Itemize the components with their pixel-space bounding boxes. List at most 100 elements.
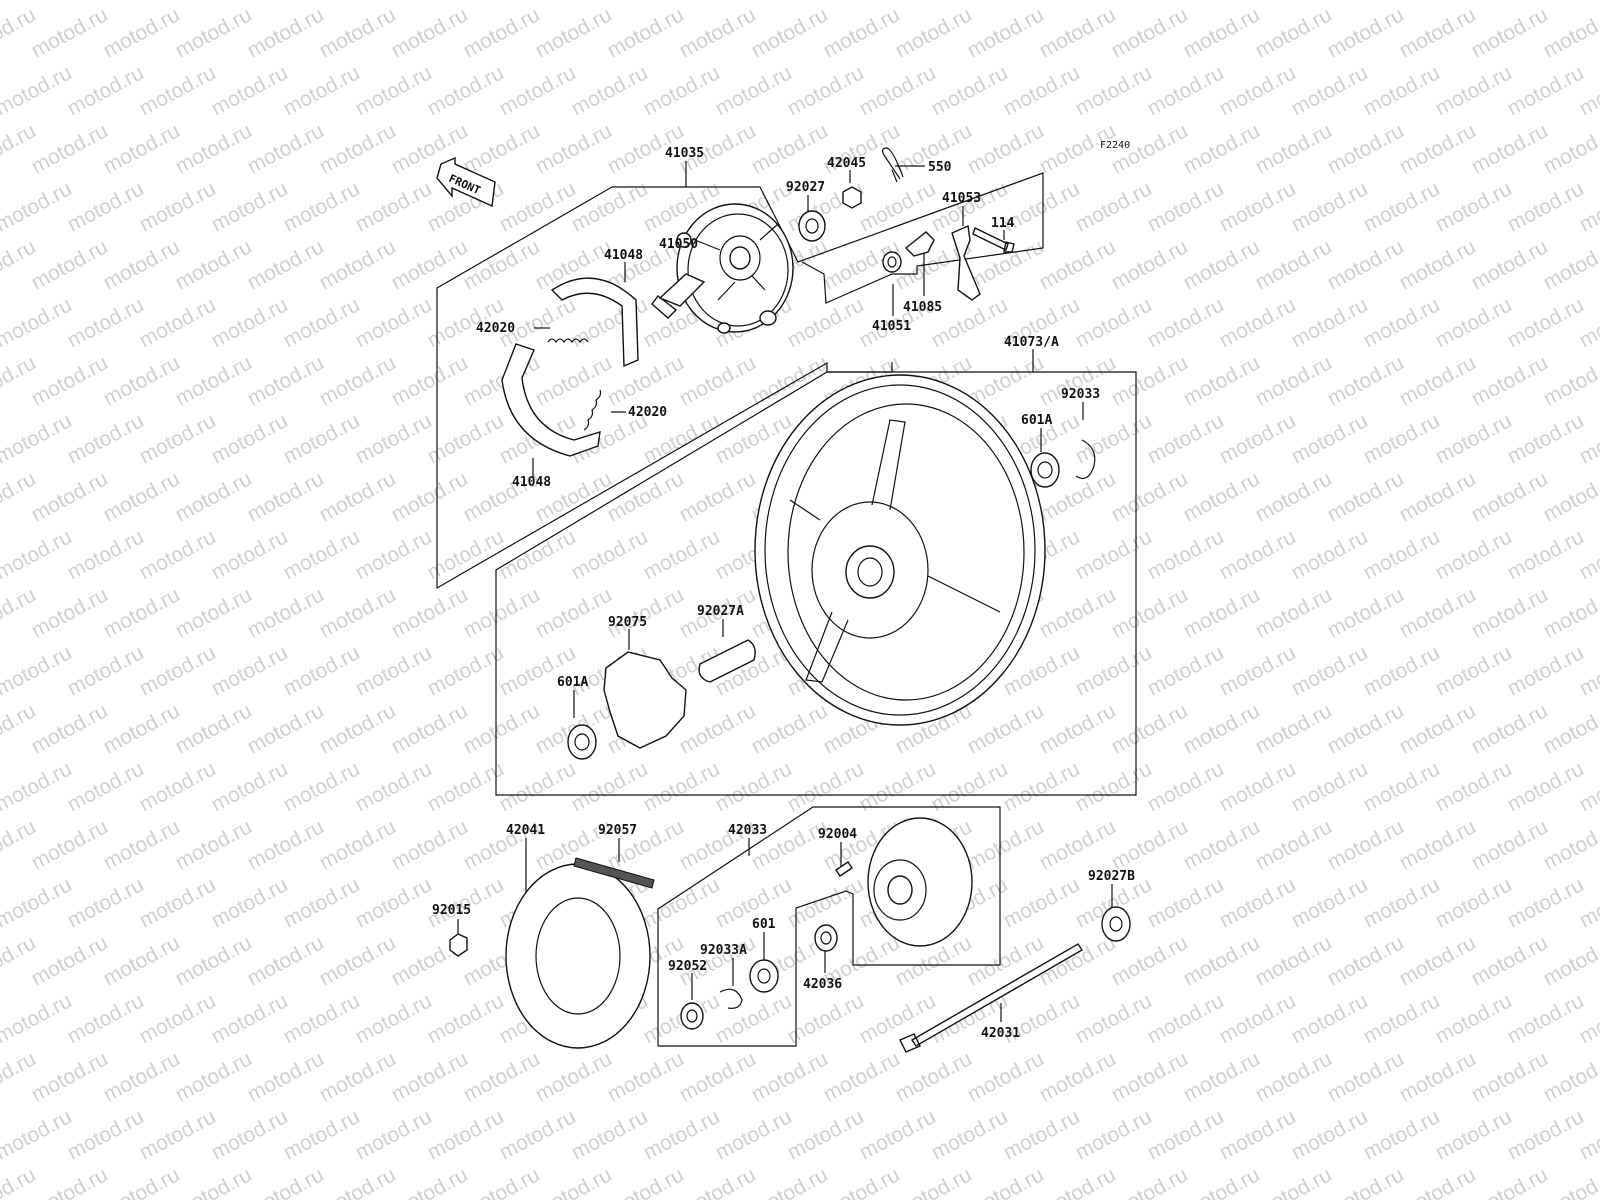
watermark-text: motod.ru bbox=[640, 1105, 724, 1164]
watermark-text: motod.ru bbox=[1180, 1047, 1264, 1106]
watermark-text: motod.ru bbox=[1216, 177, 1300, 236]
watermark-text: motod.ru bbox=[1468, 351, 1552, 410]
watermark-text: motod.ru bbox=[1108, 1163, 1192, 1200]
watermark-text: motod.ru bbox=[964, 815, 1048, 874]
watermark-text: motod.ru bbox=[316, 699, 400, 758]
watermark-text: motod.ru bbox=[1360, 1105, 1444, 1164]
watermark-text: motod.ru bbox=[964, 931, 1048, 990]
watermark-text: motod.ru bbox=[244, 467, 328, 526]
watermark-text: motod.ru bbox=[352, 177, 436, 236]
watermark-text: motod.ru bbox=[1108, 3, 1192, 62]
watermark-text: motod.ru bbox=[244, 1047, 328, 1106]
watermark-text: motod.ru bbox=[244, 583, 328, 642]
bolt-114 bbox=[972, 227, 1015, 253]
label-92027: 92027 bbox=[786, 180, 825, 195]
watermark-text: motod.ru bbox=[1396, 235, 1480, 294]
label-550: 550 bbox=[928, 160, 952, 175]
watermark-text: motod.ru bbox=[28, 467, 112, 526]
watermark-text: motod.ru bbox=[748, 1163, 832, 1200]
watermark-text: motod.ru bbox=[712, 989, 796, 1048]
damper-92075 bbox=[603, 651, 687, 749]
watermark-text: motod.ru bbox=[1252, 583, 1336, 642]
watermark-text: motod.ru bbox=[280, 873, 364, 932]
watermark-text: motod.ru bbox=[244, 351, 328, 410]
watermark-text: motod.ru bbox=[100, 931, 184, 990]
watermark-text: motod.ru bbox=[172, 1047, 256, 1106]
watermark-text: motod.ru bbox=[100, 1163, 184, 1200]
watermark-text: motod.ru bbox=[172, 699, 256, 758]
watermark-text: motod.ru bbox=[388, 351, 472, 410]
watermark-text: motod.ru bbox=[64, 293, 148, 352]
label-41073A: 41073/A bbox=[1004, 335, 1059, 350]
watermark-text: motod.ru bbox=[1036, 699, 1120, 758]
watermark-text: motod.ru bbox=[1252, 699, 1336, 758]
circlip-92033A bbox=[719, 988, 743, 1009]
watermark-text: motod.ru bbox=[1252, 1163, 1336, 1200]
watermark-text: motod.ru bbox=[352, 873, 436, 932]
watermark-text: motod.ru bbox=[1252, 351, 1336, 410]
diagram-code: F2240 bbox=[1100, 140, 1130, 151]
watermark-text: motod.ru bbox=[1072, 293, 1156, 352]
watermark-text: motod.ru bbox=[136, 293, 220, 352]
watermark-text: motod.ru bbox=[1036, 1047, 1120, 1106]
watermark-text: motod.ru bbox=[136, 177, 220, 236]
watermark-text: motod.ru bbox=[0, 1163, 40, 1200]
watermark-text: motod.ru bbox=[64, 177, 148, 236]
watermark-text: motod.ru bbox=[316, 119, 400, 178]
watermark-text: motod.ru bbox=[1288, 409, 1372, 468]
watermark-text: motod.ru bbox=[1180, 815, 1264, 874]
watermark-text: motod.ru bbox=[1072, 409, 1156, 468]
watermark-text: motod.ru bbox=[1108, 1047, 1192, 1106]
watermark-text: motod.ru bbox=[1144, 989, 1228, 1048]
watermark-text: motod.ru bbox=[1324, 351, 1408, 410]
watermark-text: motod.ru bbox=[460, 583, 544, 642]
wheel-41073A bbox=[754, 374, 1046, 726]
watermark-text: motod.ru bbox=[1216, 757, 1300, 816]
spring-42020-lower bbox=[583, 389, 602, 431]
watermark-text: motod.ru bbox=[280, 409, 364, 468]
watermark-text: motod.ru bbox=[1216, 61, 1300, 120]
watermark-text: motod.ru bbox=[1072, 0, 1156, 4]
watermark-text: motod.ru bbox=[532, 119, 616, 178]
watermark-text: motod.ru bbox=[280, 61, 364, 120]
watermark-text: motod.ru bbox=[136, 1105, 220, 1164]
nut-42045 bbox=[842, 186, 862, 209]
watermark-text: motod.ru bbox=[352, 641, 436, 700]
watermark-text: motod.ru bbox=[1288, 177, 1372, 236]
watermark-text: motod.ru bbox=[352, 0, 436, 4]
watermark-text: motod.ru bbox=[1036, 583, 1120, 642]
watermark-text: motod.ru bbox=[928, 61, 1012, 120]
watermark-text: motod.ru bbox=[0, 61, 76, 120]
watermark-text: motod.ru bbox=[1324, 235, 1408, 294]
watermark-text: motod.ru bbox=[1540, 1047, 1600, 1106]
watermark-text: motod.ru bbox=[244, 1163, 328, 1200]
watermark-text: motod.ru bbox=[208, 1105, 292, 1164]
watermark-text: motod.ru bbox=[1252, 467, 1336, 526]
lever-41053 bbox=[951, 224, 981, 301]
watermark-text: motod.ru bbox=[100, 583, 184, 642]
watermark-text: motod.ru bbox=[0, 525, 76, 584]
watermark-text: motod.ru bbox=[1036, 235, 1120, 294]
watermark-text: motod.ru bbox=[280, 0, 364, 4]
collar-92027 bbox=[798, 210, 826, 242]
watermark-text: motod.ru bbox=[388, 815, 472, 874]
watermark-text: motod.ru bbox=[424, 1105, 508, 1164]
watermark-text: motod.ru bbox=[1504, 641, 1588, 700]
watermark-text: motod.ru bbox=[64, 989, 148, 1048]
hub-group-outline bbox=[657, 806, 1001, 1047]
watermark-text: motod.ru bbox=[28, 3, 112, 62]
watermark-text: motod.ru bbox=[316, 351, 400, 410]
watermark-text: motod.ru bbox=[1216, 641, 1300, 700]
watermark-text: motod.ru bbox=[1504, 293, 1588, 352]
seal-41051 bbox=[882, 251, 902, 273]
watermark-text: motod.ru bbox=[604, 1047, 688, 1106]
watermark-text: motod.ru bbox=[1324, 931, 1408, 990]
coupling-42033 bbox=[867, 817, 973, 947]
watermark-text: motod.ru bbox=[0, 0, 76, 4]
watermark-text: motod.ru bbox=[352, 989, 436, 1048]
axle-42031 bbox=[899, 943, 1083, 1053]
watermark-text: motod.ru bbox=[496, 641, 580, 700]
watermark-text: motod.ru bbox=[568, 177, 652, 236]
bearing-601A-upper bbox=[1030, 452, 1060, 488]
watermark-text: motod.ru bbox=[388, 1047, 472, 1106]
